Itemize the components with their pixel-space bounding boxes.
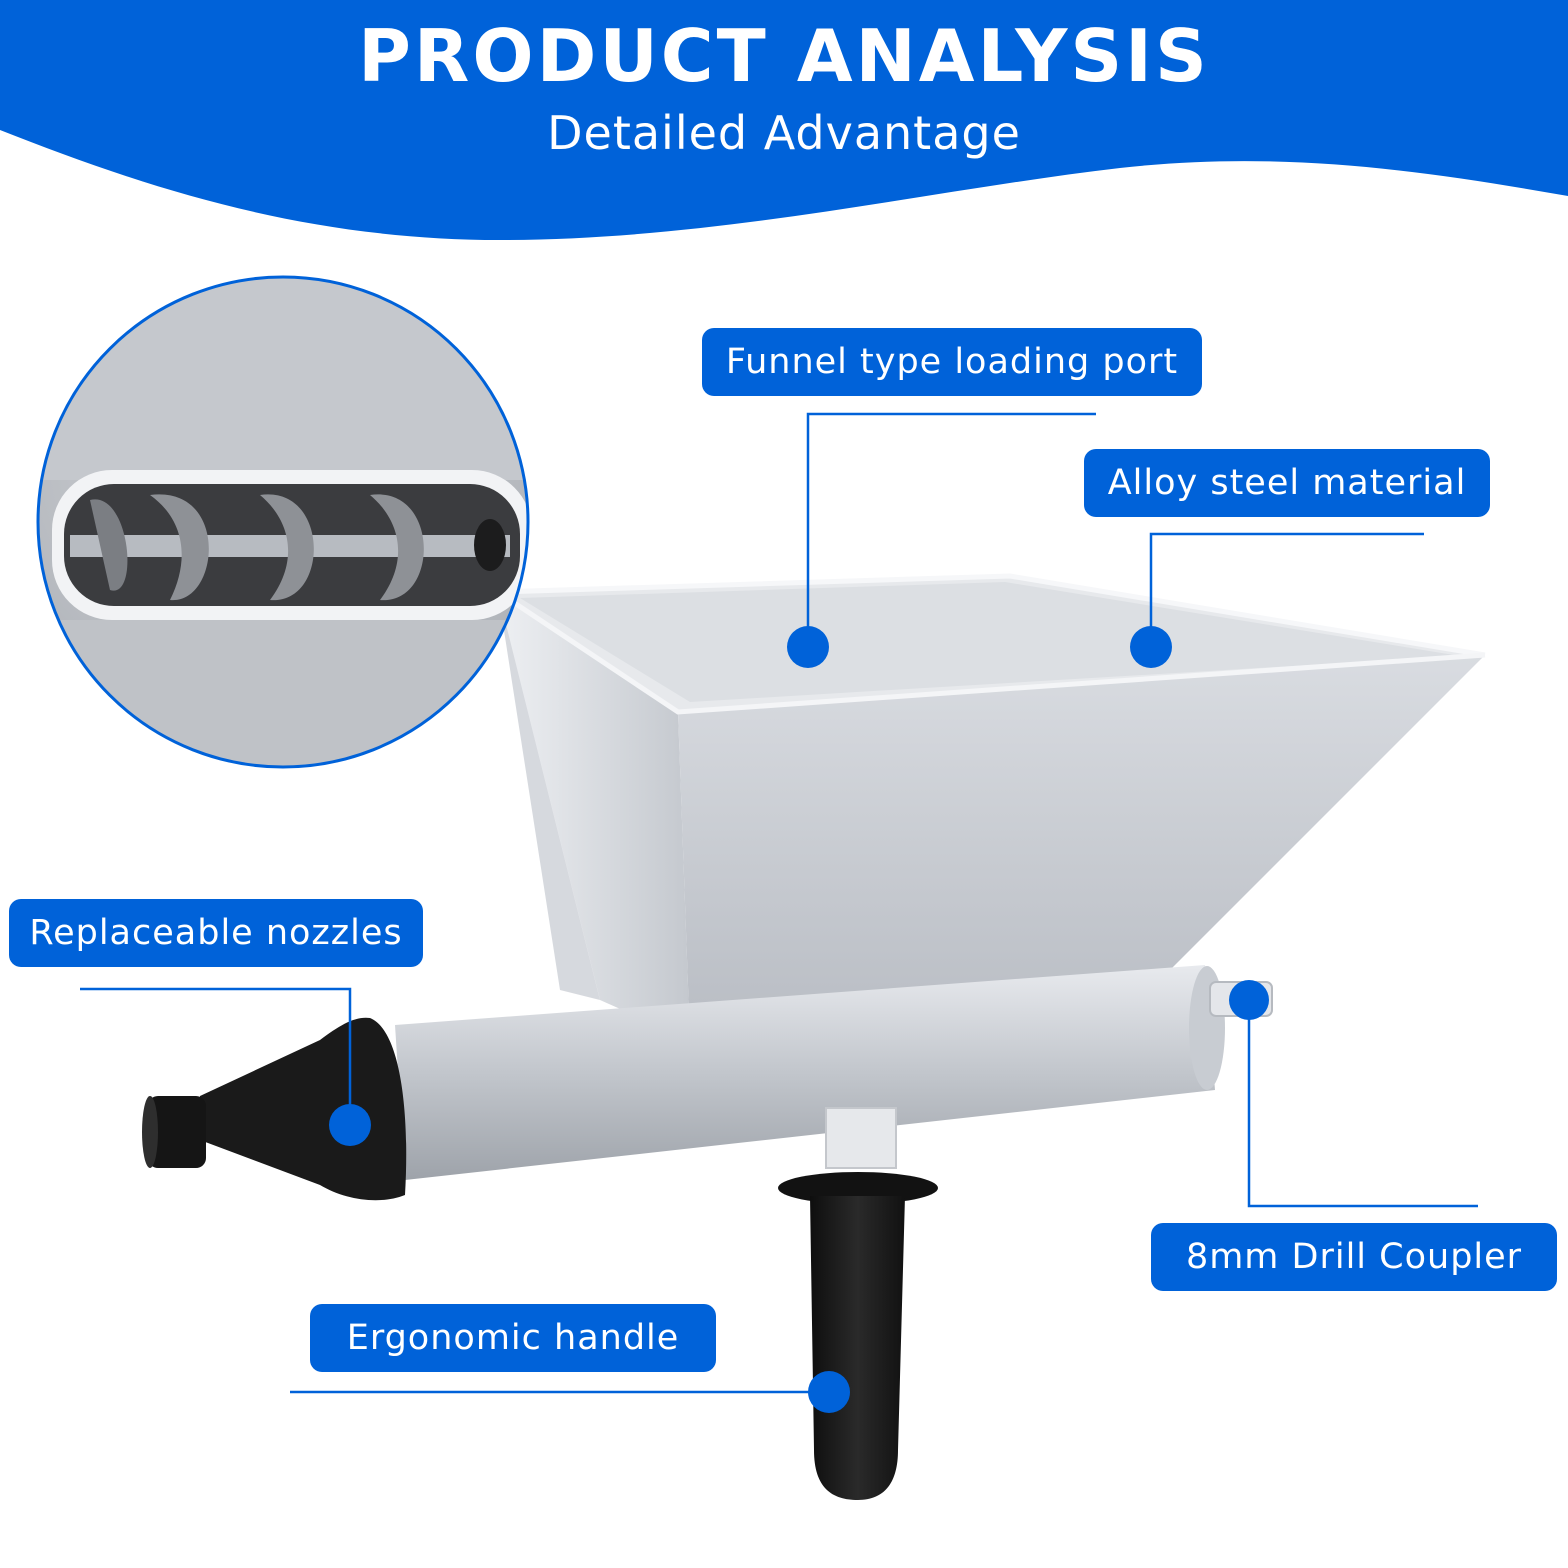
handle-label: Ergonomic handle	[310, 1304, 716, 1372]
zoom-detail	[36, 275, 530, 769]
nozzle	[142, 1017, 407, 1201]
funnel-dot	[787, 626, 829, 668]
page-subtitle: Detailed Advantage	[547, 106, 1021, 160]
funnel-label: Funnel type loading port	[702, 328, 1202, 396]
handle	[778, 1107, 938, 1500]
nozzles-label: Replaceable nozzles	[9, 899, 423, 967]
coupler-label: 8mm Drill Coupler	[1151, 1223, 1557, 1291]
funnel-hopper	[496, 573, 1486, 1040]
page-title: PRODUCT ANALYSIS	[358, 14, 1210, 98]
alloy-label: Alloy steel material	[1084, 449, 1490, 517]
coupler-dot	[1229, 980, 1269, 1020]
handle-dot	[808, 1371, 850, 1413]
nozzle-dot	[329, 1104, 371, 1146]
alloy-dot	[1130, 626, 1172, 668]
callout-leaders	[80, 412, 1478, 1394]
header-banner	[0, 0, 1568, 240]
